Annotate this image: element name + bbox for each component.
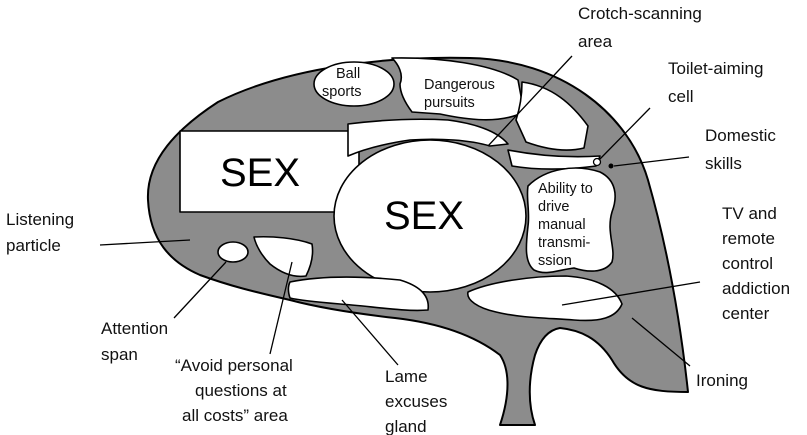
tv-remote-label: TV and remote control addiction center: [722, 204, 795, 323]
sex-circle-label: SEX: [384, 194, 464, 238]
sex-box-label: SEX: [220, 151, 300, 195]
attention-span-label: Attention span: [101, 319, 173, 364]
toilet-aiming-label: Toilet-aiming cell: [668, 59, 768, 106]
crotch-scanning-label: Crotch-scanning area: [578, 4, 707, 51]
domestic-skills-label: Domestic skills: [705, 126, 781, 173]
attention-span-region: [218, 242, 248, 262]
lame-excuses-label: Lame excuses gland: [385, 367, 452, 435]
listening-particle-label: Listening particle: [6, 210, 79, 255]
avoid-questions-label: “Avoid personal questions at all costs” …: [175, 356, 298, 425]
ironing-label: Ironing: [696, 371, 748, 390]
domestic-skills-dot: [609, 164, 614, 169]
